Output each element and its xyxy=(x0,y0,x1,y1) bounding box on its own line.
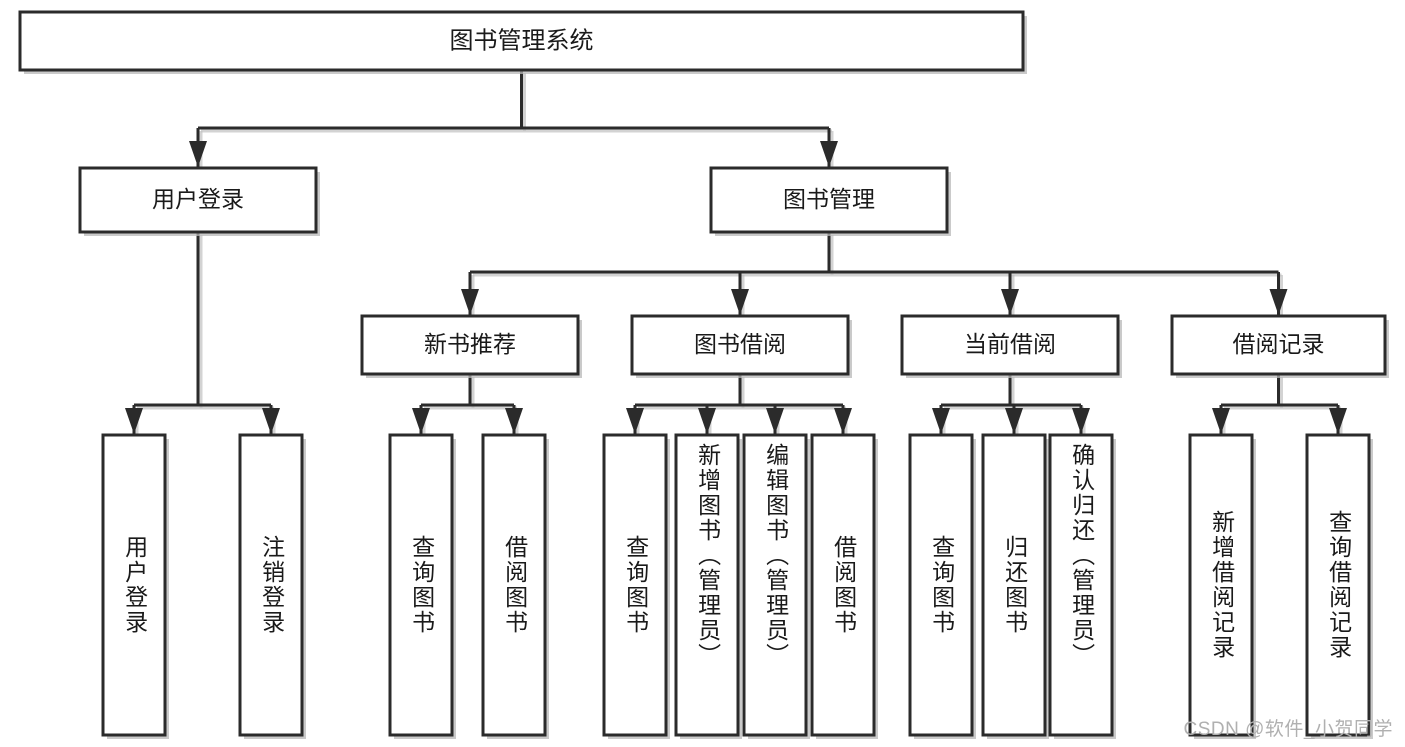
node-borrow-record[interactable] xyxy=(1170,314,1387,376)
connectors-layer xyxy=(125,70,1347,437)
node-leaf-query-borrow-record[interactable] xyxy=(1305,433,1371,737)
arrow-head-icon xyxy=(626,408,644,434)
arrow-head-icon xyxy=(1212,408,1230,434)
arrow-head-icon xyxy=(1001,289,1019,315)
label-new-book-recommend: 新书推荐 xyxy=(424,331,516,357)
arrow-head-icon xyxy=(412,408,430,434)
arrow-head-icon xyxy=(1005,408,1023,434)
node-user-login[interactable] xyxy=(78,166,318,234)
arrow-head-icon xyxy=(262,408,280,434)
node-leaf-query-book-1[interactable] xyxy=(388,433,454,737)
arrow-head-icon xyxy=(698,408,716,434)
label-user-login: 用户登录 xyxy=(152,186,244,212)
node-leaf-logout-login[interactable] xyxy=(238,433,304,737)
label-root: 图书管理系统 xyxy=(450,27,594,54)
watermark-text: CSDN @软件_小贺同学 xyxy=(1183,719,1393,740)
node-leaf-query-book-3[interactable] xyxy=(908,433,974,737)
label-book-borrow: 图书借阅 xyxy=(694,331,786,357)
node-leaf-borrow-book-2[interactable] xyxy=(810,433,876,737)
arrow-head-icon xyxy=(189,141,207,167)
arrow-head-icon xyxy=(125,408,143,434)
node-book-management[interactable] xyxy=(709,166,949,234)
label-current-borrow: 当前借阅 xyxy=(964,331,1056,357)
arrow-head-icon xyxy=(932,408,950,434)
arrow-head-icon xyxy=(505,408,523,434)
boxes-layer xyxy=(18,10,1389,739)
node-new-book-recommend[interactable] xyxy=(360,314,580,376)
node-leaf-return-book[interactable] xyxy=(981,433,1047,737)
node-leaf-query-book-2[interactable] xyxy=(602,433,668,737)
arrow-head-icon xyxy=(766,408,784,434)
node-leaf-edit-book-admin[interactable] xyxy=(742,433,808,737)
arrow-head-icon xyxy=(1329,408,1347,434)
arrow-head-icon xyxy=(731,289,749,315)
label-book-management: 图书管理 xyxy=(783,186,875,212)
node-leaf-confirm-return[interactable] xyxy=(1048,433,1114,737)
node-root[interactable] xyxy=(18,10,1025,72)
arrow-head-icon xyxy=(1072,408,1090,434)
node-leaf-add-book-admin[interactable] xyxy=(674,433,740,737)
node-leaf-user-login[interactable] xyxy=(101,433,167,737)
arrow-head-icon xyxy=(1269,289,1288,315)
label-borrow-record: 借阅记录 xyxy=(1233,331,1325,357)
arrow-head-icon xyxy=(820,141,838,167)
arrow-head-icon xyxy=(834,408,852,434)
node-leaf-add-borrow-record[interactable] xyxy=(1188,433,1254,737)
arrow-head-icon xyxy=(461,289,479,315)
node-leaf-borrow-book-1[interactable] xyxy=(481,433,547,737)
node-book-borrow[interactable] xyxy=(630,314,850,376)
node-current-borrow[interactable] xyxy=(900,314,1120,376)
